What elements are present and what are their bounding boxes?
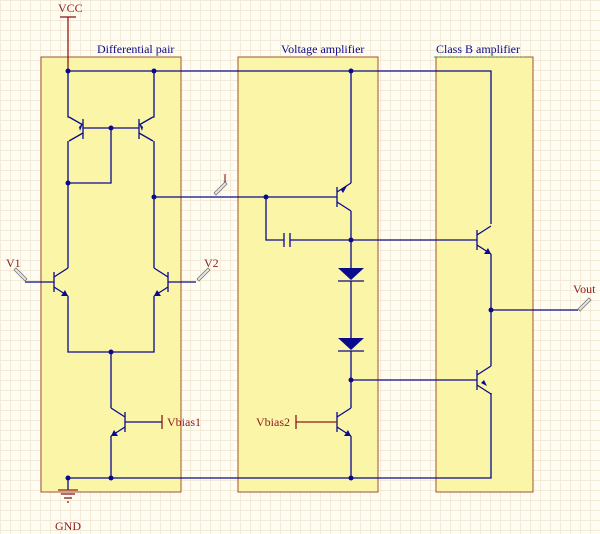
mirror-transistor-right <box>138 116 154 142</box>
diff-pair-title: Differential pair <box>97 42 174 56</box>
current-port-icon <box>213 181 228 196</box>
diode-lower-icon <box>338 338 364 350</box>
vcc-rail <box>68 70 492 224</box>
diode-upper-icon <box>338 268 364 280</box>
mirror-left-emitter-wire <box>67 71 69 118</box>
vbias1-label: Vbias1 <box>167 415 201 429</box>
v2-label: V2 <box>204 256 219 270</box>
class-b-block <box>435 56 534 493</box>
vcc-symbol <box>60 16 76 71</box>
gnd-symbol <box>58 478 78 503</box>
cap-left-wire <box>265 197 284 241</box>
mirror-right-emitter-wire <box>153 71 155 118</box>
output-transistor-pnp <box>476 365 492 395</box>
vcc-label: VCC <box>58 1 83 15</box>
gnd-rail <box>68 393 492 479</box>
vout-port-icon <box>577 297 592 312</box>
v2-port-icon <box>196 267 211 282</box>
current-label: I <box>223 171 227 185</box>
mirror-transistor-left <box>68 116 84 142</box>
junction-dots <box>65 68 494 481</box>
class-b-title: Class B amplifier <box>436 42 520 56</box>
diff-pair-block <box>40 56 182 493</box>
gnd-label: GND <box>55 519 81 533</box>
output-transistor-npn <box>476 225 492 255</box>
vout-label: Vout <box>573 282 596 296</box>
v1-label: V1 <box>6 256 21 270</box>
va-transistor <box>336 182 352 212</box>
voltage-amp-title: Voltage amplifier <box>281 42 364 56</box>
v1-port-icon <box>13 267 28 282</box>
mirror-diode-wire <box>68 128 112 184</box>
vbias2-label: Vbias2 <box>256 415 290 429</box>
